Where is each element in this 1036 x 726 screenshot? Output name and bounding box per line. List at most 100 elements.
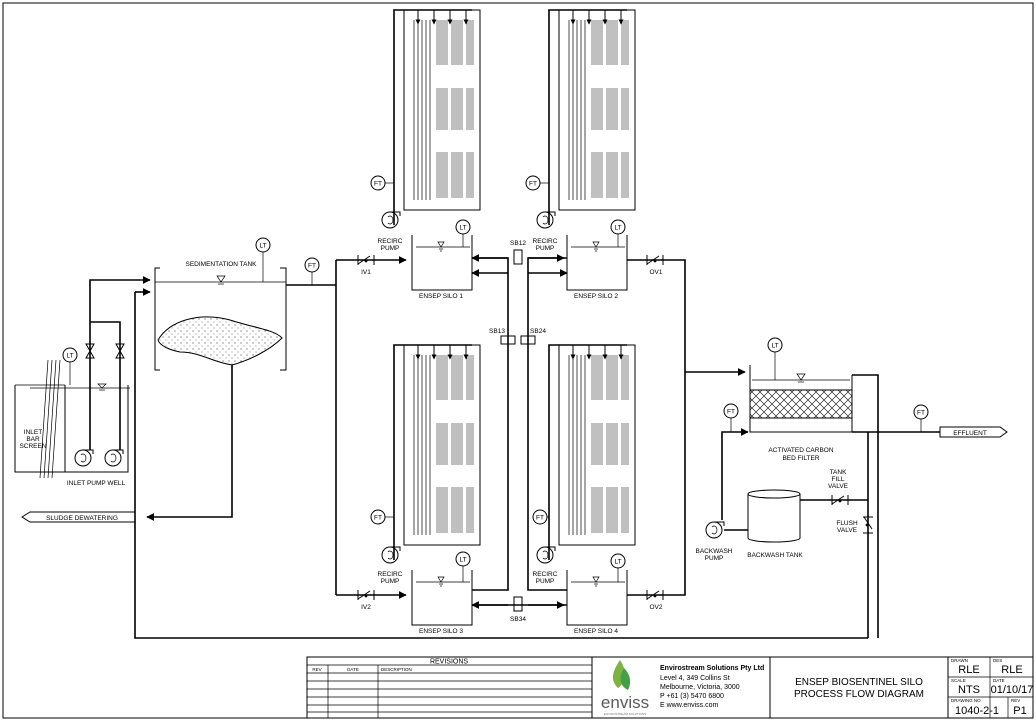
rev-label: REV: [1011, 698, 1020, 703]
logo-tagline: ENVIROSTREAM SOLUTIONS: [604, 712, 646, 716]
svg-text:SB24: SB24: [530, 328, 546, 335]
scale-value: NTS: [958, 684, 980, 696]
svg-text:ACTIVATED CARBON: ACTIVATED CARBON: [768, 447, 833, 454]
svg-text:FT: FT: [308, 263, 316, 270]
title-block: REVISIONS REV DATE DESCRIPTION enviss EN…: [306, 656, 1034, 719]
company-name: Envirostream Solutions Pty Ltd: [660, 665, 764, 672]
des-value: RLE: [1001, 664, 1022, 676]
company-phone: P +61 (3) 5470 6800: [660, 693, 724, 700]
svg-text:FT: FT: [727, 409, 735, 416]
svg-text:SLUDGE DEWATERING: SLUDGE DEWATERING: [46, 515, 118, 522]
svg-text:ENSEP SILO 4: ENSEP SILO 4: [574, 628, 618, 635]
ft-sedimentation-outlet: FT: [286, 257, 336, 286]
svg-text:FT: FT: [529, 181, 537, 188]
iv1-check-valve: IV1: [357, 254, 375, 276]
sb13-valve: SB13: [489, 328, 516, 345]
scale-label: SCALE: [951, 678, 966, 683]
svg-text:OV1: OV1: [649, 269, 662, 276]
ensep-silo-2: ENSEP SILO 2: [549, 10, 635, 300]
des-label: DES: [993, 658, 1002, 663]
revisions-header-rev: REV: [312, 667, 321, 672]
svg-text:FT: FT: [374, 181, 382, 188]
ensep-silo-3: ENSEP SILO 3: [394, 345, 480, 635]
effluent-outlet: EFFLUENT FT: [852, 404, 1008, 438]
lt-label-well: LT: [66, 353, 73, 360]
svg-text:FT: FT: [536, 515, 544, 522]
inlet-pump-well-label: INLET PUMP WELL: [67, 480, 126, 487]
svg-text:BACKWASH: BACKWASH: [696, 548, 733, 555]
backwash-system: FT BACKWASH PUMP BACKWASH TANK TANK FILL…: [696, 403, 874, 638]
lt-silo-1: LT: [455, 219, 471, 247]
svg-text:SB12: SB12: [510, 240, 526, 247]
svg-text:LT: LT: [459, 557, 466, 564]
enviss-logo: enviss ENVIROSTREAM SOLUTIONS: [601, 660, 649, 716]
outlet-header: OV1 OV2: [627, 254, 746, 611]
svg-text:OV2: OV2: [649, 604, 662, 611]
date-value: 01/10/17: [991, 684, 1034, 696]
svg-text:PUMP: PUMP: [536, 245, 555, 252]
lt-silo-4: LT: [610, 553, 626, 582]
company-address-1: Level 4, 349 Collins St: [660, 675, 730, 682]
drawing-no-label: DRAWING NO: [951, 698, 981, 703]
iv2-check-valve: IV2: [357, 589, 375, 611]
company-address-2: Melbourne, Victoria, 3000: [660, 684, 740, 691]
lt-silo-3: LT: [455, 551, 471, 582]
activated-carbon-bed-filter: LT ACTIVATED CARBON BED FILTER: [749, 337, 879, 638]
svg-text:BED FILTER: BED FILTER: [782, 455, 819, 462]
drawing-title-line-2: PROCESS FLOW DIAGRAM: [794, 689, 924, 700]
drawing-title-line-1: ENSEP BIOSENTINEL SILO: [795, 677, 923, 688]
ensep-silo-4: ENSEP SILO 4: [549, 345, 635, 635]
lt-silo-2: LT: [610, 219, 626, 247]
svg-text:PUMP: PUMP: [381, 245, 400, 252]
drawn-value: RLE: [958, 664, 979, 676]
svg-text:SB13: SB13: [489, 328, 505, 335]
company-web: E www.enviss.com: [660, 702, 719, 709]
drawn-label: DRAWN: [951, 658, 968, 663]
svg-text:RECIRC: RECIRC: [533, 238, 558, 245]
svg-text:BACKWASH TANK: BACKWASH TANK: [747, 552, 803, 559]
svg-text:IV2: IV2: [361, 604, 371, 611]
svg-text:SB34: SB34: [510, 616, 526, 623]
rev-value: P1: [1013, 705, 1026, 717]
logo-text: enviss: [601, 693, 649, 712]
revisions-title: REVISIONS: [430, 659, 468, 666]
ft-silo-3: FT: [370, 509, 394, 525]
recirc-pump-4: RECIRC PUMP: [533, 546, 558, 585]
inlet-bar-screen-label-2: BAR: [26, 436, 40, 443]
svg-text:FT: FT: [917, 410, 925, 417]
svg-text:TANK: TANK: [830, 469, 848, 476]
svg-text:FILL: FILL: [831, 476, 844, 483]
inlet-bar-screen-label-1: INLET: [24, 429, 42, 436]
svg-text:IV1: IV1: [361, 269, 371, 276]
revisions-header-description: DESCRIPTION: [381, 667, 412, 672]
inlet-bar-screen-label-3: SCREEN: [19, 443, 46, 450]
svg-text:VALVE: VALVE: [828, 483, 849, 490]
svg-text:ENSEP SILO 2: ENSEP SILO 2: [574, 293, 618, 300]
svg-text:FLUSH: FLUSH: [836, 520, 858, 527]
svg-text:EFFLUENT: EFFLUENT: [953, 430, 987, 437]
svg-text:LT: LT: [614, 559, 621, 566]
ft-silo-2: FT: [525, 175, 549, 191]
svg-text:PUMP: PUMP: [536, 578, 555, 585]
drawing-no-value: 1040-2-1: [955, 705, 999, 717]
recirc-pump-2: RECIRC PUMP: [533, 211, 558, 252]
svg-text:ENSEP SILO 3: ENSEP SILO 3: [419, 628, 463, 635]
svg-text:SEDIMENTATION TANK: SEDIMENTATION TANK: [185, 261, 257, 268]
revisions-header-date: DATE: [347, 667, 359, 672]
svg-text:RECIRC: RECIRC: [533, 571, 558, 578]
svg-text:PUMP: PUMP: [381, 578, 400, 585]
svg-text:PUMP: PUMP: [705, 555, 724, 562]
date-label: DATE: [993, 678, 1005, 683]
sb24-valve: SB24: [520, 328, 546, 345]
ft-silo-4: FT: [532, 509, 549, 525]
svg-text:LT: LT: [259, 243, 266, 250]
svg-text:LT: LT: [771, 343, 778, 350]
sb12-valve: SB12: [510, 240, 526, 265]
svg-text:RECIRC: RECIRC: [378, 571, 403, 578]
svg-text:FT: FT: [374, 515, 382, 522]
svg-text:ENSEP SILO 1: ENSEP SILO 1: [419, 293, 463, 300]
sedimentation-tank: SEDIMENTATION TANK LT: [134, 237, 868, 639]
svg-text:RECIRC: RECIRC: [378, 238, 403, 245]
